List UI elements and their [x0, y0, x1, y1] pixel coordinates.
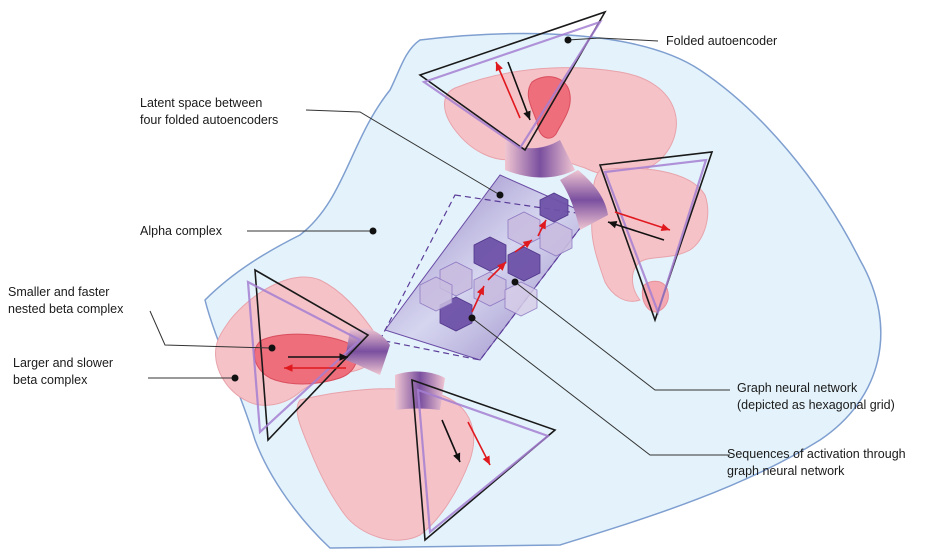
leader-dot — [512, 279, 519, 286]
truncated-title — [0, 0, 560, 9]
label-larger-beta-complex: Larger and slower beta complex — [13, 355, 113, 389]
label-latent-space: Latent space between four folded autoenc… — [140, 95, 278, 129]
leader-dot — [370, 228, 377, 235]
label-activation-sequences: Sequences of activation through graph ne… — [727, 446, 906, 480]
leader-dot — [269, 345, 276, 352]
leader-dot — [497, 192, 504, 199]
leader-dot — [232, 375, 239, 382]
label-smaller-beta-complex: Smaller and faster nested beta complex — [8, 284, 123, 318]
label-alpha-complex: Alpha complex — [140, 223, 222, 240]
leader-dot — [469, 315, 476, 322]
label-folded-autoencoder: Folded autoencoder — [666, 33, 777, 50]
nested-beta-left — [254, 334, 356, 384]
label-graph-neural-network: Graph neural network (depicted as hexago… — [737, 380, 895, 414]
leader-dot — [565, 37, 572, 44]
